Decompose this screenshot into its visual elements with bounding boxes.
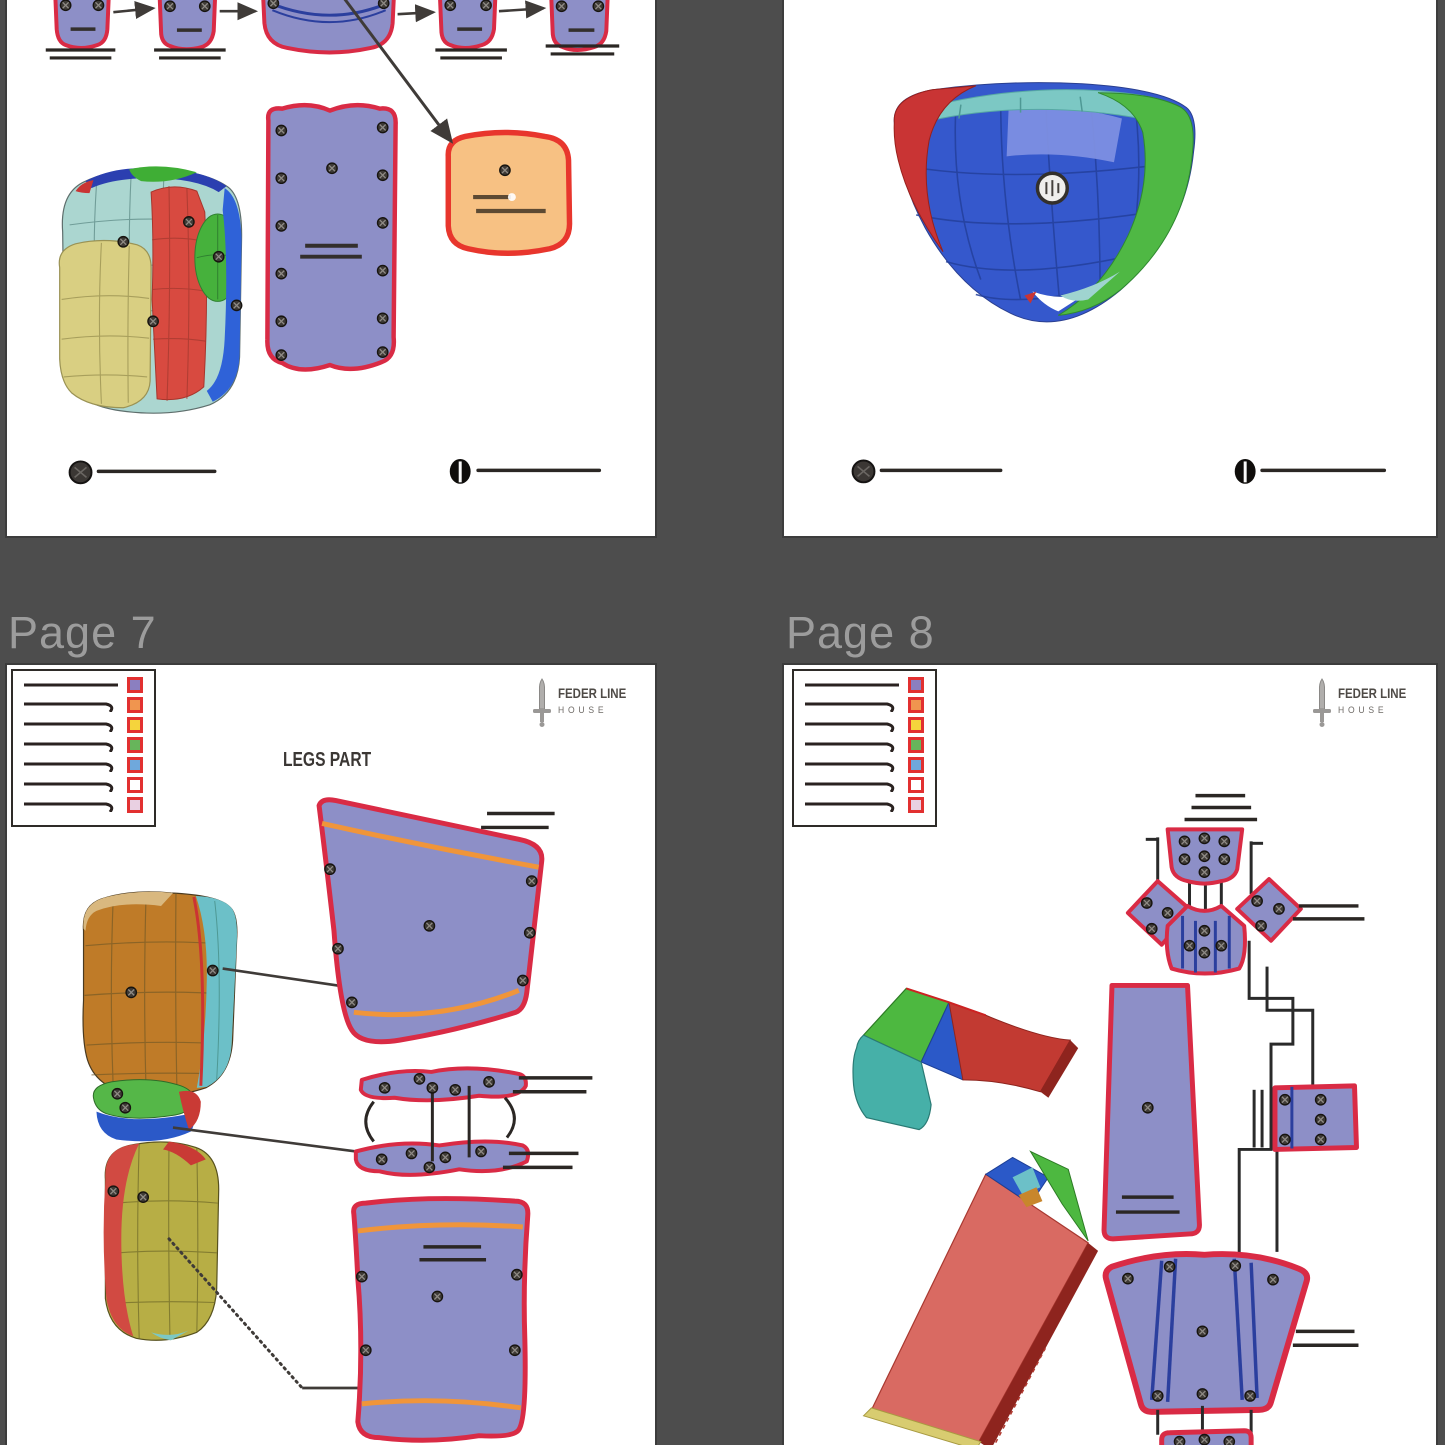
fold-line-sample	[24, 683, 118, 687]
page-7-label: Page 7	[8, 607, 157, 658]
page-8-sheet: FEDER LINE HOUSE	[782, 663, 1438, 1445]
page-6-sheet	[782, 0, 1438, 538]
legend-row	[794, 715, 935, 735]
pattern-piece-tall	[1101, 982, 1202, 1242]
legend-swatch	[127, 697, 143, 713]
pattern-piece-knee-strips	[353, 1066, 593, 1177]
piece-label-lines	[45, 44, 620, 60]
page-7-sheet: FEDER LINE HOUSE LEGS PART	[5, 663, 657, 1445]
footer-marks	[68, 458, 602, 485]
page-5-sheet	[5, 0, 657, 538]
page-8-artwork	[852, 793, 1365, 1445]
pattern-piece-fan	[1102, 1251, 1359, 1445]
model-preview-leg	[82, 891, 238, 1341]
pattern-piece-thigh	[316, 797, 555, 1045]
fold-line-sample	[805, 702, 895, 712]
legend-row	[794, 675, 935, 695]
legend-swatch	[127, 717, 143, 733]
legend-swatch	[127, 757, 143, 773]
assembly-arrows	[113, 0, 547, 23]
pattern-piece-square	[1272, 1083, 1359, 1152]
pattern-piece-row	[45, 0, 620, 60]
model-preview-bowl	[893, 82, 1196, 323]
legend-row	[13, 755, 154, 775]
fold-line-sample	[24, 782, 114, 792]
sword-icon	[1313, 678, 1331, 727]
page-8-label: Page 8	[786, 607, 935, 658]
footer-marks	[851, 458, 1387, 484]
legend-row	[13, 735, 154, 755]
legend-row	[794, 755, 935, 775]
legend-swatch	[908, 677, 924, 693]
fold-line-sample	[24, 762, 114, 772]
page-6-artwork	[851, 82, 1387, 484]
legend-swatch	[908, 737, 924, 753]
fold-legend-box	[11, 669, 156, 827]
legend-swatch	[908, 717, 924, 733]
fold-line-sample	[805, 683, 899, 687]
legend-row	[13, 675, 154, 695]
pattern-piece-cluster	[1125, 793, 1365, 976]
fold-line-sample	[805, 742, 895, 752]
legend-row	[794, 695, 935, 715]
leader-lines	[167, 967, 362, 1390]
legend-swatch	[908, 797, 924, 813]
legend-row	[13, 795, 154, 815]
sheet-title: LEGS PART	[283, 749, 372, 771]
logo-line2: HOUSE	[1338, 705, 1388, 715]
fold-line-sample	[805, 802, 895, 812]
fold-line-sample	[805, 762, 895, 772]
legend-swatch	[127, 777, 143, 793]
legend-swatch	[908, 777, 924, 793]
pattern-piece-large	[265, 102, 398, 372]
logo-line2: HOUSE	[558, 705, 608, 715]
legend-row	[13, 695, 154, 715]
legend-row	[13, 715, 154, 735]
legend-swatch	[127, 737, 143, 753]
fold-line-sample	[24, 802, 114, 812]
legend-row	[794, 735, 935, 755]
legend-row	[794, 775, 935, 795]
model-preview-barrel	[58, 166, 243, 414]
page-5-artwork	[45, 0, 620, 485]
legend-row	[794, 795, 935, 815]
leader-line-diagonal	[343, 0, 454, 144]
fold-line-sample	[24, 722, 114, 732]
fold-legend-box	[792, 669, 937, 827]
logo-line1: FEDER LINE	[558, 685, 627, 701]
sword-icon	[533, 678, 551, 727]
page-7-artwork	[82, 797, 593, 1443]
fold-line-sample	[24, 702, 114, 712]
fold-line-sample	[805, 782, 895, 792]
logo-line1: FEDER LINE	[1338, 685, 1407, 701]
brand-logo: FEDER LINE HOUSE	[531, 677, 641, 729]
legend-row	[13, 775, 154, 795]
fold-line-sample	[24, 742, 114, 752]
fold-line-sample	[805, 722, 895, 732]
model-preview-ramp-large	[862, 1150, 1099, 1445]
brand-logo: FEDER LINE HOUSE	[1311, 677, 1421, 729]
legend-swatch	[127, 797, 143, 813]
legend-swatch	[127, 677, 143, 693]
pattern-piece-calf	[351, 1196, 531, 1443]
legend-swatch	[908, 757, 924, 773]
legend-swatch	[908, 697, 924, 713]
pattern-piece-orange	[445, 129, 573, 256]
model-preview-ramp-small	[852, 987, 1079, 1131]
